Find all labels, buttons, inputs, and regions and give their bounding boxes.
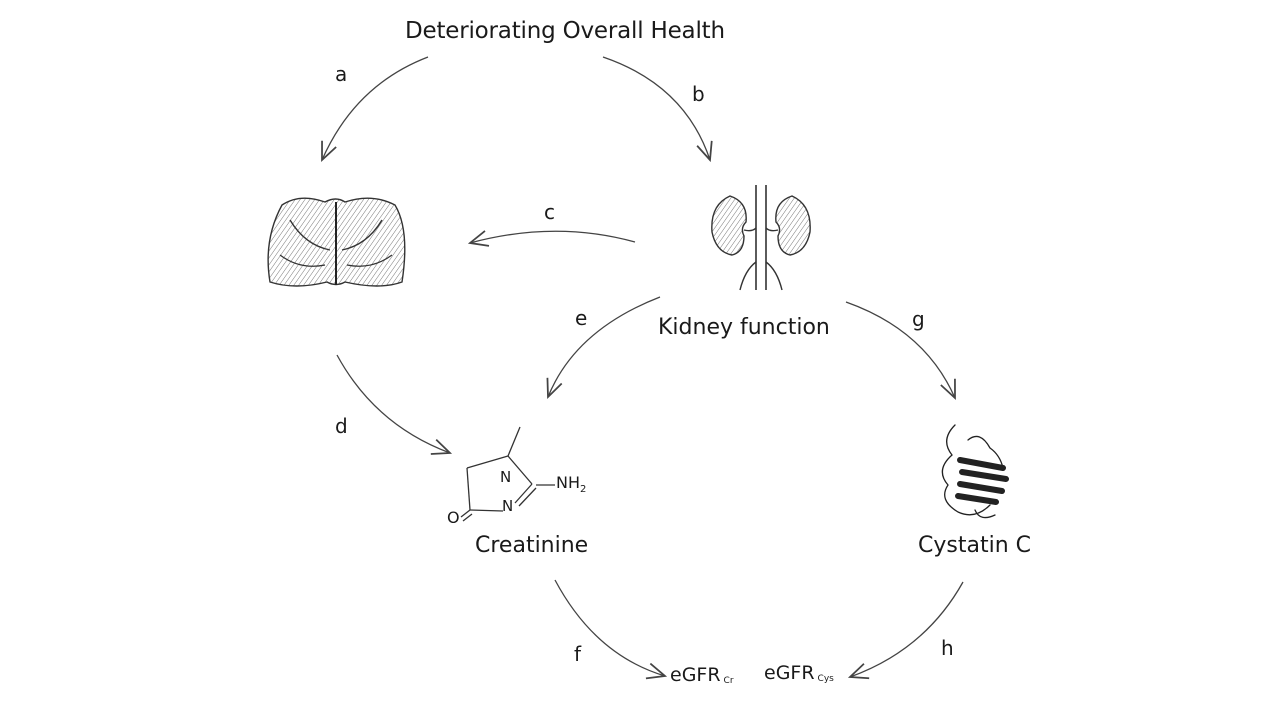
arrow-h [847,581,964,680]
atom-label-n-top: N [500,468,512,486]
edge-label-g: g [912,307,925,331]
egfr-cr-main: eGFR [670,664,721,686]
egfr-cys-main: eGFR [764,662,815,684]
edge-label-c: c [544,200,555,224]
kidney-icon [711,185,811,291]
egfr-cys-sub: Cys [817,674,834,684]
atom-label-n-bottom: N [502,497,514,515]
arrow-c [467,230,636,247]
atom-label-amine: NH2 [556,473,586,495]
node-label-kidney-function: Kidney function [658,315,830,340]
atom-label-amine-main: NH [556,473,580,492]
page-title: Deteriorating Overall Health [405,18,725,44]
edge-label-f: f [574,642,582,666]
edge-label-a: a [335,62,348,86]
egfr-cr-sub: Cr [723,676,734,686]
edge-label-h: h [941,636,954,660]
edge-label-b: b [692,82,705,106]
edge-label-e: e [575,306,588,330]
edge-label-d: d [335,414,348,438]
arrow-d [336,354,453,455]
muscle-back-icon [267,197,406,287]
creatinine-molecule-icon [460,426,555,522]
arrow-a [321,56,429,163]
arrow-f [554,579,668,680]
arrow-g [845,301,956,401]
node-label-creatinine: Creatinine [475,533,589,558]
node-label-cystatin-c: Cystatin C [918,533,1031,558]
arrow-b [602,56,713,163]
cystatin-protein-icon [941,424,1009,519]
atom-label-oxygen: O [447,508,460,527]
atom-label-amine-sub: 2 [580,484,587,496]
arrow-e [546,296,661,400]
